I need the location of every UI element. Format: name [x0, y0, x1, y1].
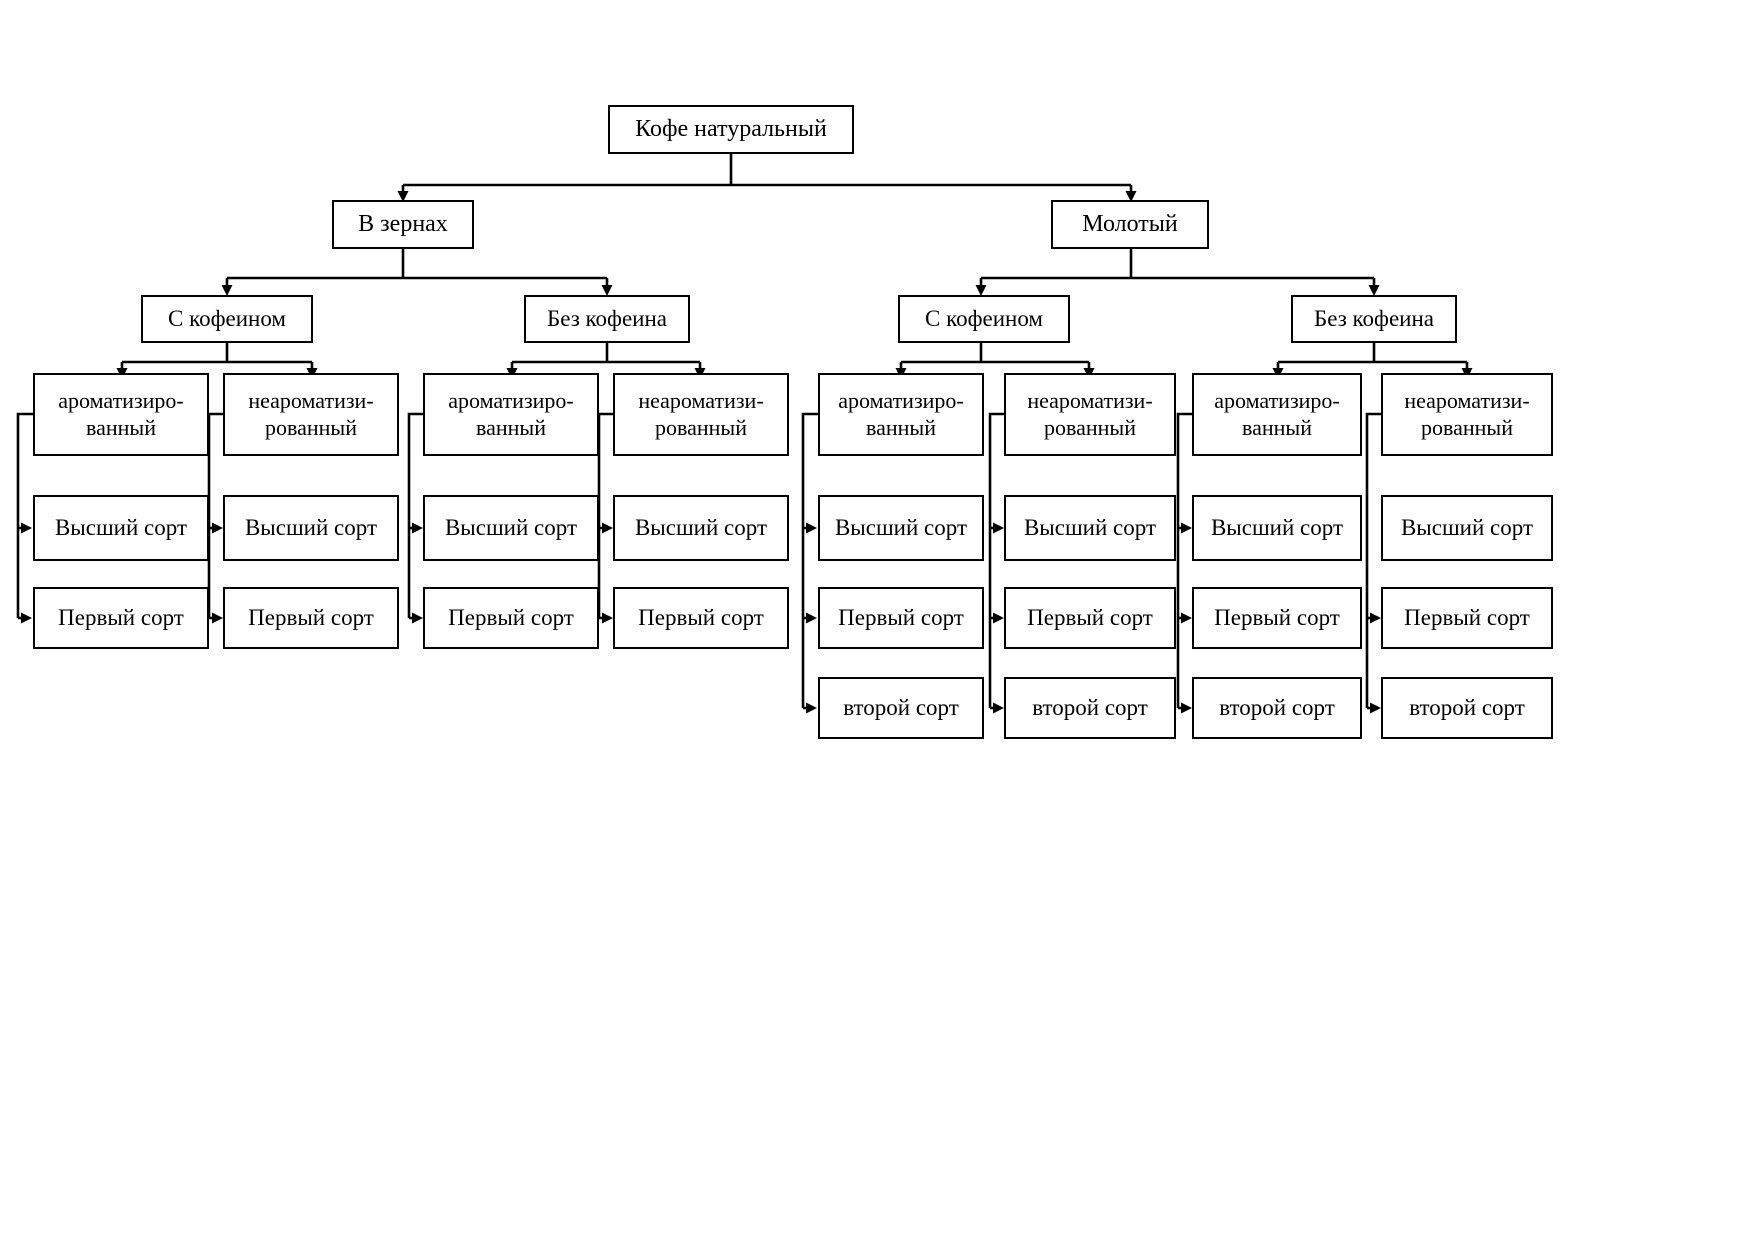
node-aroma-col2[interactable]: неароматизи- рованный	[223, 373, 399, 456]
node-grade-first-col4-label: Первый сорт	[638, 604, 764, 630]
node-grade-first-col7[interactable]: Первый сорт	[1192, 587, 1362, 649]
node-grade-first-col3[interactable]: Первый сорт	[423, 587, 599, 649]
node-grade-top-col4-label: Высший сорт	[634, 514, 768, 540]
node-grade-first-col7-label: Первый сорт	[1214, 604, 1340, 630]
node-ground-label: Молотый	[1082, 210, 1178, 237]
node-grade-top-col7[interactable]: Высший сорт	[1192, 495, 1362, 561]
node-aroma-col8-label: неароматизи- рованный	[1404, 387, 1530, 440]
node-aroma-col6[interactable]: неароматизи- рованный	[1004, 373, 1176, 456]
node-grade-second-col7-label: второй сорт	[1219, 694, 1335, 720]
node-beans-decaf-label: Без кофеина	[547, 305, 667, 331]
node-grade-first-col5[interactable]: Первый сорт	[818, 587, 984, 649]
node-beans-decaf[interactable]: Без кофеина	[524, 295, 690, 343]
node-grade-top-col2[interactable]: Высший сорт	[223, 495, 399, 561]
node-grade-second-col8[interactable]: второй сорт	[1381, 677, 1553, 739]
node-grade-second-col5-label: второй сорт	[843, 694, 959, 720]
node-grade-top-col3-label: Высший сорт	[444, 514, 578, 540]
node-grade-top-col2-label: Высший сорт	[244, 514, 378, 540]
node-grade-first-col6[interactable]: Первый сорт	[1004, 587, 1176, 649]
node-grade-second-col8-label: второй сорт	[1409, 694, 1525, 720]
node-grade-second-col6[interactable]: второй сорт	[1004, 677, 1176, 739]
node-ground-decaf-label: Без кофеина	[1314, 305, 1434, 331]
node-aroma-col3[interactable]: ароматизиро- ванный	[423, 373, 599, 456]
node-root[interactable]: Кофе натуральный	[608, 105, 854, 154]
node-ground[interactable]: Молотый	[1051, 200, 1209, 249]
node-beans[interactable]: В зернах	[332, 200, 474, 249]
node-grade-top-col7-label: Высший сорт	[1210, 514, 1344, 540]
node-aroma-col7-label: ароматизиро- ванный	[1214, 387, 1340, 440]
node-ground-caffeinated[interactable]: С кофеином	[898, 295, 1070, 343]
node-aroma-col4[interactable]: неароматизи- рованный	[613, 373, 789, 456]
node-grade-top-col8-label: Высший сорт	[1400, 514, 1534, 540]
node-beans-label: В зернах	[358, 210, 448, 237]
node-aroma-col8[interactable]: неароматизи- рованный	[1381, 373, 1553, 456]
node-aroma-col3-label: ароматизиро- ванный	[448, 387, 574, 440]
node-grade-first-col4[interactable]: Первый сорт	[613, 587, 789, 649]
node-beans-caffeinated-label: С кофеином	[168, 305, 286, 331]
node-aroma-col1[interactable]: ароматизиро- ванный	[33, 373, 209, 456]
node-aroma-col5-label: ароматизиро- ванный	[838, 387, 964, 440]
node-aroma-col1-label: ароматизиро- ванный	[58, 387, 184, 440]
node-grade-first-col8[interactable]: Первый сорт	[1381, 587, 1553, 649]
node-ground-caffeinated-label: С кофеином	[925, 305, 1043, 331]
node-aroma-col5[interactable]: ароматизиро- ванный	[818, 373, 984, 456]
node-grade-first-col1[interactable]: Первый сорт	[33, 587, 209, 649]
node-aroma-col6-label: неароматизи- рованный	[1027, 387, 1153, 440]
node-grade-first-col2[interactable]: Первый сорт	[223, 587, 399, 649]
node-grade-top-col6[interactable]: Высший сорт	[1004, 495, 1176, 561]
node-aroma-col2-label: неароматизи- рованный	[248, 387, 374, 440]
node-grade-top-col5-label: Высший сорт	[834, 514, 968, 540]
node-grade-first-col5-label: Первый сорт	[838, 604, 964, 630]
node-beans-caffeinated[interactable]: С кофеином	[141, 295, 313, 343]
node-grade-second-col6-label: второй сорт	[1032, 694, 1148, 720]
node-grade-first-col1-label: Первый сорт	[58, 604, 184, 630]
node-aroma-col7[interactable]: ароматизиро- ванный	[1192, 373, 1362, 456]
node-grade-top-col5[interactable]: Высший сорт	[818, 495, 984, 561]
node-grade-first-col2-label: Первый сорт	[248, 604, 374, 630]
node-grade-top-col4[interactable]: Высший сорт	[613, 495, 789, 561]
node-grade-top-col1[interactable]: Высший сорт	[33, 495, 209, 561]
node-grade-first-col3-label: Первый сорт	[448, 604, 574, 630]
node-grade-top-col8[interactable]: Высший сорт	[1381, 495, 1553, 561]
node-ground-decaf[interactable]: Без кофеина	[1291, 295, 1457, 343]
node-grade-first-col6-label: Первый сорт	[1027, 604, 1153, 630]
node-grade-second-col7[interactable]: второй сорт	[1192, 677, 1362, 739]
node-grade-top-col6-label: Высший сорт	[1023, 514, 1157, 540]
node-root-label: Кофе натуральный	[635, 115, 827, 142]
node-grade-first-col8-label: Первый сорт	[1404, 604, 1530, 630]
node-grade-second-col5[interactable]: второй сорт	[818, 677, 984, 739]
node-grade-top-col1-label: Высший сорт	[54, 514, 188, 540]
node-grade-top-col3[interactable]: Высший сорт	[423, 495, 599, 561]
node-aroma-col4-label: неароматизи- рованный	[638, 387, 764, 440]
